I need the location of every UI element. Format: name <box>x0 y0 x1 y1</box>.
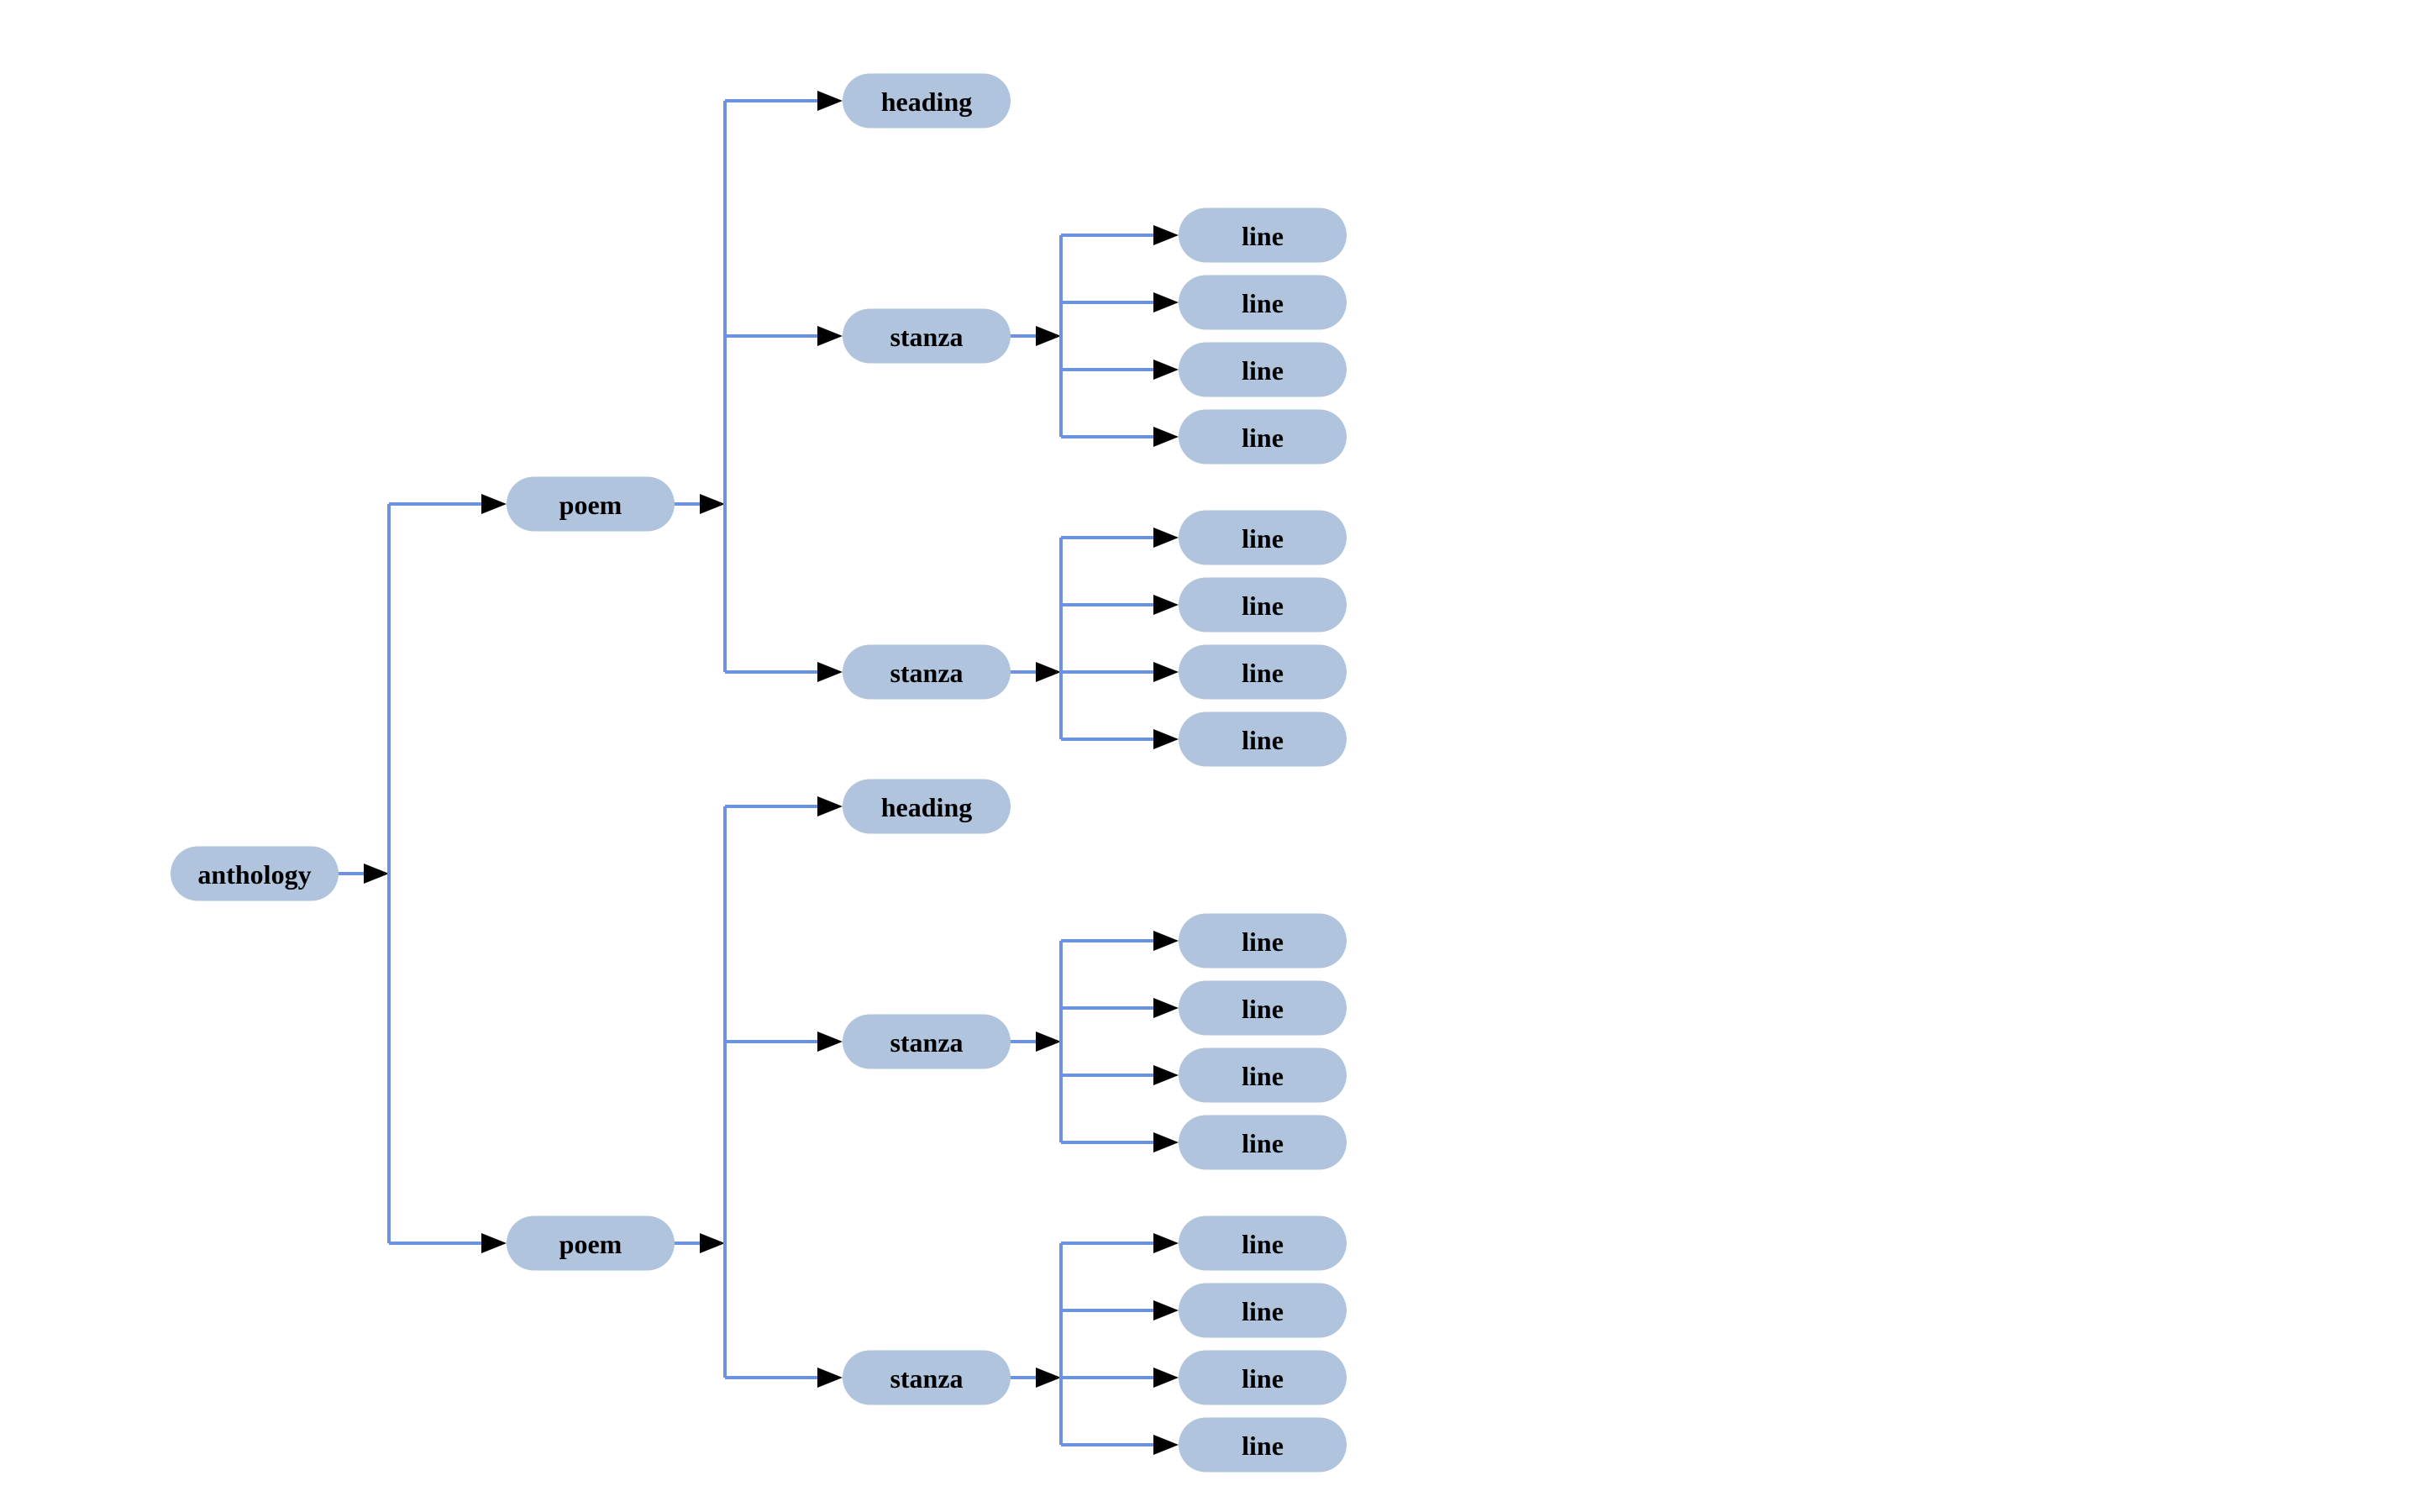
arrowhead-heading-2 <box>817 796 843 816</box>
node-label-poem-2: poem <box>559 1229 622 1259</box>
arrowhead-line-15 <box>1153 1368 1179 1388</box>
node-label-heading-2: heading <box>881 792 972 822</box>
arrowhead-stanza-3 <box>817 1032 843 1052</box>
arrowhead-stanza-1-trunk <box>1036 326 1061 346</box>
node-pill-line-14 <box>1179 1283 1347 1338</box>
arrowhead-line-5 <box>1153 528 1179 548</box>
node-pill-line-4 <box>1179 409 1347 465</box>
node-label-anthology: anthology <box>197 859 311 890</box>
arrowhead-stanza-3-trunk <box>1036 1032 1061 1052</box>
arrowhead-stanza-4 <box>817 1368 843 1388</box>
node-pill-line-16 <box>1179 1417 1347 1473</box>
arrowhead-stanza-2 <box>817 662 843 682</box>
arrowhead-heading-1 <box>817 91 843 111</box>
node-label-line-7: line <box>1242 658 1284 688</box>
node-pill-line-1 <box>1179 207 1347 263</box>
node-pill-line-3 <box>1179 342 1347 397</box>
node-label-poem-1: poem <box>559 490 622 520</box>
arrowhead-line-1 <box>1153 225 1179 245</box>
node-pill-line-11 <box>1179 1047 1347 1103</box>
node-label-line-6: line <box>1242 591 1284 621</box>
arrowhead-line-4 <box>1153 427 1179 447</box>
node-pill-anthology <box>171 846 339 901</box>
node-label-line-3: line <box>1242 355 1284 386</box>
node-label-stanza-2: stanza <box>890 658 963 688</box>
node-label-line-14: line <box>1242 1296 1284 1326</box>
arrowhead-line-6 <box>1153 595 1179 615</box>
node-pill-stanza-2 <box>843 644 1011 700</box>
node-pill-line-7 <box>1179 644 1347 700</box>
node-pill-line-8 <box>1179 711 1347 767</box>
node-label-line-16: line <box>1242 1431 1284 1461</box>
arrowhead-poem-2-trunk <box>700 1233 725 1253</box>
node-pill-line-15 <box>1179 1350 1347 1405</box>
node-label-line-10: line <box>1242 994 1284 1024</box>
arrowhead-line-2 <box>1153 292 1179 312</box>
node-pill-stanza-1 <box>843 308 1011 364</box>
arrowhead-poem-1 <box>481 494 507 514</box>
node-pill-stanza-3 <box>843 1014 1011 1069</box>
arrowhead-line-8 <box>1153 729 1179 749</box>
node-label-stanza-1: stanza <box>890 322 963 352</box>
node-pill-line-6 <box>1179 577 1347 633</box>
arrowhead-line-13 <box>1153 1233 1179 1253</box>
node-label-line-8: line <box>1242 725 1284 755</box>
node-pill-line-2 <box>1179 275 1347 330</box>
arrowhead-poem-1-trunk <box>700 494 725 514</box>
arrowhead-line-10 <box>1153 998 1179 1018</box>
arrowhead-line-11 <box>1153 1065 1179 1085</box>
node-label-line-11: line <box>1242 1061 1284 1091</box>
node-label-line-1: line <box>1242 221 1284 251</box>
node-label-stanza-3: stanza <box>890 1027 963 1058</box>
arrowhead-line-16 <box>1153 1435 1179 1455</box>
arrowhead-stanza-4-trunk <box>1036 1368 1061 1388</box>
node-label-line-15: line <box>1242 1363 1284 1394</box>
node-label-line-4: line <box>1242 423 1284 453</box>
node-pill-line-13 <box>1179 1215 1347 1271</box>
node-label-heading-1: heading <box>881 87 972 117</box>
arrowhead-line-9 <box>1153 931 1179 951</box>
node-pill-heading-1 <box>843 73 1011 129</box>
arrowhead-line-3 <box>1153 360 1179 380</box>
arrowhead-stanza-1 <box>817 326 843 346</box>
node-label-stanza-4: stanza <box>890 1363 963 1394</box>
node-pill-line-12 <box>1179 1115 1347 1170</box>
node-pill-poem-1 <box>507 476 675 532</box>
arrowhead-anthology-trunk <box>364 864 389 884</box>
node-pill-stanza-4 <box>843 1350 1011 1405</box>
arrowhead-line-12 <box>1153 1132 1179 1152</box>
node-pill-line-9 <box>1179 913 1347 969</box>
arrowhead-line-14 <box>1153 1300 1179 1320</box>
node-pill-line-5 <box>1179 510 1347 565</box>
node-label-line-2: line <box>1242 288 1284 318</box>
node-label-line-13: line <box>1242 1229 1284 1259</box>
node-label-line-12: line <box>1242 1128 1284 1158</box>
node-pill-heading-2 <box>843 779 1011 834</box>
node-label-line-9: line <box>1242 927 1284 957</box>
node-pill-line-10 <box>1179 980 1347 1036</box>
arrowhead-poem-2 <box>481 1233 507 1253</box>
arrowhead-stanza-2-trunk <box>1036 662 1061 682</box>
node-pill-poem-2 <box>507 1215 675 1271</box>
arrowhead-line-7 <box>1153 662 1179 682</box>
node-label-line-5: line <box>1242 523 1284 554</box>
